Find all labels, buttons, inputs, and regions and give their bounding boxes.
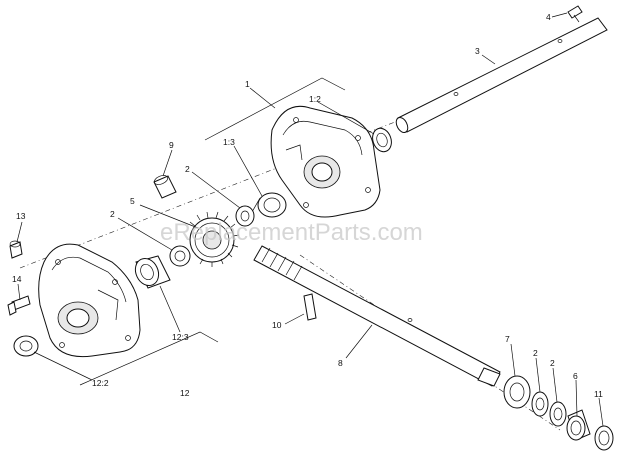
- leader-2-mid: [117, 217, 173, 251]
- callout-13: 13: [16, 211, 26, 221]
- callout-1-3: 1:3: [223, 137, 235, 147]
- leader-12-3: [159, 285, 181, 333]
- bearing-7: [503, 375, 531, 409]
- callout-11: 11: [594, 389, 603, 399]
- callout-9: 9: [169, 140, 174, 150]
- leader-13: [16, 221, 23, 243]
- bottom-housing: [38, 243, 141, 358]
- callout-2-lower-a: 2: [533, 348, 538, 358]
- leader-4: [551, 12, 568, 18]
- leader-6: [575, 379, 578, 417]
- leader-1-3: [233, 145, 263, 197]
- callout-8: 8: [338, 358, 343, 368]
- washer-2-lower-a: [531, 391, 549, 417]
- bushing-9: [153, 175, 177, 199]
- callout-14: 14: [12, 274, 22, 284]
- seal-11: [594, 425, 614, 451]
- washer-2-gear: [169, 245, 191, 267]
- callout-2-mid: 2: [110, 209, 115, 219]
- callout-12-3: 12:3: [172, 332, 189, 342]
- bushing-1-3: [251, 192, 287, 218]
- shaft-pin: [567, 5, 583, 23]
- leader-2-lower-a: [535, 357, 541, 393]
- gear: [189, 211, 240, 267]
- callout-12: 12: [180, 388, 190, 398]
- leader-1: [249, 87, 276, 109]
- leader-8: [345, 324, 373, 359]
- callout-7: 7: [505, 334, 510, 344]
- callout-2-upper: 2: [185, 164, 190, 174]
- upper-shaft: [395, 17, 608, 133]
- callout-10: 10: [272, 320, 282, 330]
- top-bearing: [372, 127, 392, 153]
- leader-9: [162, 149, 173, 177]
- leader-3: [481, 54, 496, 65]
- leader-2-lower-b: [552, 367, 558, 403]
- callout-2-lower-b: 2: [550, 358, 555, 368]
- bushing-12-3: [134, 255, 171, 289]
- spacer-6: [566, 409, 591, 441]
- leader-1-2: [317, 101, 375, 135]
- bottom-seal: [13, 335, 39, 357]
- callout-4: 4: [546, 12, 551, 22]
- bracket-1: [204, 77, 346, 141]
- washer-2-upper: [235, 205, 255, 227]
- grease-fitting: [9, 240, 23, 259]
- bracket-12: [79, 331, 219, 386]
- leader-14: [17, 283, 21, 301]
- callout-1-2: 1:2: [309, 94, 321, 104]
- leader-7: [510, 343, 516, 377]
- lower-shaft: [253, 245, 501, 387]
- callout-1: 1: [245, 79, 250, 89]
- roll-pin: [303, 293, 317, 321]
- top-housing: [270, 105, 381, 218]
- bolt: [7, 295, 31, 316]
- callout-6: 6: [573, 371, 578, 381]
- washer-2-lower-b: [549, 401, 567, 427]
- watermark: eReplacementParts.com: [160, 219, 423, 246]
- leader-5: [139, 204, 199, 229]
- callout-5: 5: [130, 196, 135, 206]
- leader-10: [284, 313, 305, 325]
- leader-12-2: [33, 351, 93, 381]
- leader-11: [598, 397, 604, 427]
- callout-3: 3: [475, 46, 480, 56]
- leader-2-upper: [191, 171, 241, 209]
- callout-12-2: 12:2: [92, 378, 109, 388]
